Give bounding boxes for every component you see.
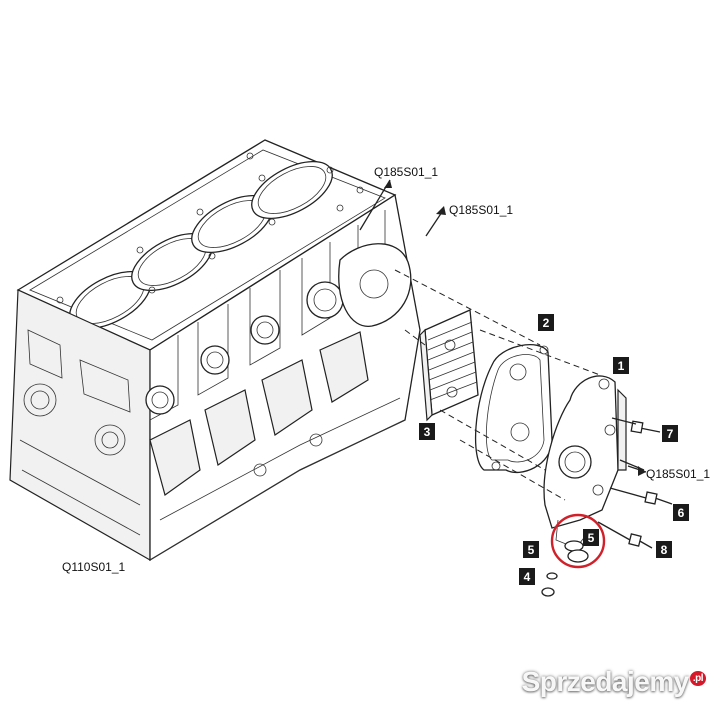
o-ring-set [564, 540, 589, 563]
callout-7: 7 [662, 425, 678, 442]
highlight-circle [550, 513, 606, 569]
watermark-text: Sprzedajemy [521, 666, 690, 697]
watermark-suffix: .pl [689, 670, 706, 686]
callout-3-label: 3 [424, 425, 431, 439]
gasket [475, 344, 553, 474]
callout-1-label: 1 [618, 359, 625, 373]
callout-6: 6 [673, 504, 689, 521]
cylinder-bore-4 [251, 160, 333, 220]
callout-5-left: 5 [523, 541, 539, 558]
callout-3: 3 [419, 423, 435, 440]
callout-2: 2 [538, 314, 554, 331]
bolt-8 [628, 533, 653, 549]
small-seal-4 [541, 572, 558, 597]
bolt-7 [630, 420, 661, 434]
bolt-6 [644, 491, 673, 505]
callout-5-left-label: 5 [528, 543, 535, 557]
oil-cooler [419, 309, 479, 422]
callout-8: 8 [656, 541, 672, 558]
callout-5-circled-label: 5 [588, 531, 595, 545]
callout-7-label: 7 [667, 427, 674, 441]
engine-block [9, 139, 421, 562]
ref-code-right: Q185S01_1 [646, 467, 710, 481]
callout-8-label: 8 [661, 543, 668, 557]
callout-4: 4 [519, 568, 535, 585]
watermark: Sprzedajemy.pl [522, 666, 706, 698]
callout-1: 1 [613, 357, 629, 374]
callout-2-label: 2 [543, 316, 550, 330]
oil-filter-housing [543, 375, 627, 549]
callout-6-label: 6 [678, 506, 685, 520]
leader-lines [359, 179, 647, 541]
callout-4-label: 4 [524, 570, 531, 584]
callout-5-circled: 5 [583, 529, 599, 546]
ref-code-top-left: Q185S01_1 [374, 165, 438, 179]
ref-code-bottom-left: Q110S01_1 [62, 560, 125, 574]
ref-code-top-right: Q185S01_1 [449, 203, 513, 217]
